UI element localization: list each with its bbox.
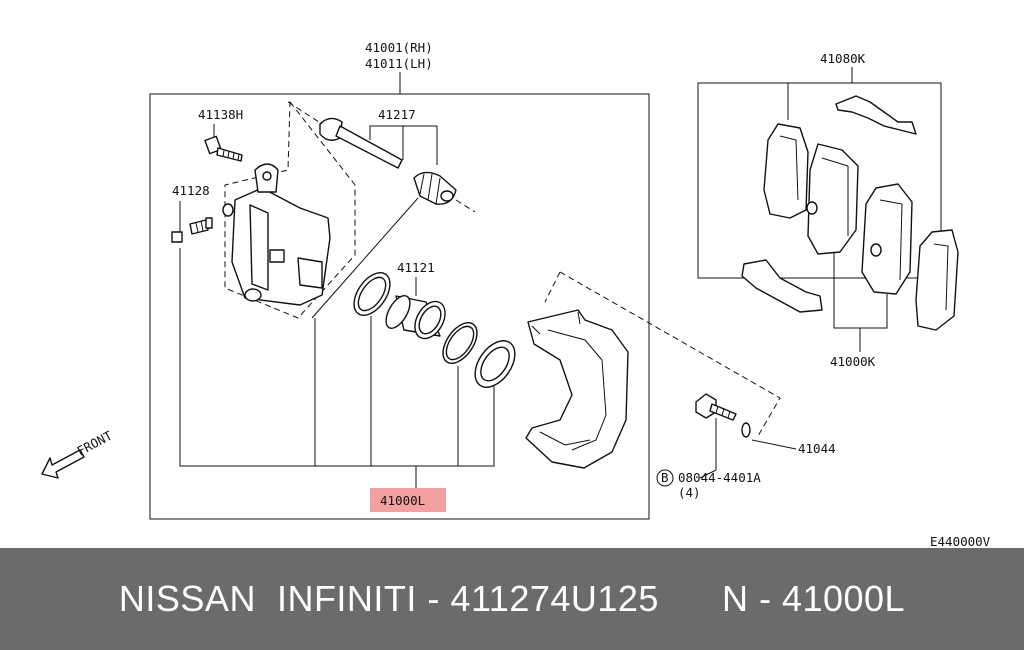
brake-pad-outer	[806, 143, 859, 255]
pad-shim-right	[915, 229, 959, 331]
brake-pad-inner	[861, 183, 913, 295]
footer-text: NISSAN INFINITI - 411274U125 N - 41000L	[118, 578, 906, 619]
label-pad-set: 41000K	[830, 354, 876, 369]
guide-pin	[287, 101, 403, 169]
piston-seal	[353, 272, 391, 316]
guide-bolt	[204, 135, 243, 162]
label-caliper-rh: 41001(RH)	[365, 40, 433, 55]
label-washer: 41044	[798, 441, 836, 456]
label-piston: 41121	[397, 260, 435, 275]
pad-shim-left	[763, 123, 809, 219]
footer-banner: NISSAN INFINITI - 411274U125 N - 41000L	[0, 548, 1024, 650]
bracket-bolt	[695, 393, 737, 421]
label-bolt-qty: (4)	[678, 485, 701, 500]
label-bleeder: 41128	[172, 183, 210, 198]
label-diagram-code: E440000V	[930, 534, 991, 548]
caliper-bracket	[525, 309, 629, 469]
piston-ring	[442, 322, 478, 364]
washer	[741, 422, 751, 438]
pin-boot	[413, 171, 476, 213]
piston	[385, 295, 446, 340]
caliper-body	[222, 163, 331, 306]
pad-spring-clip	[741, 259, 823, 313]
bleeder-screw	[171, 217, 213, 243]
dust-boot	[474, 340, 516, 388]
label-bolt-marker: B	[661, 470, 669, 485]
brake-caliper-diagram: 41001(RH) 41011(LH) 41138H 41128 41217	[41, 40, 991, 548]
label-bolt: 41138H	[198, 107, 243, 122]
label-pad-kit: 41080K	[820, 51, 866, 66]
bolt-marker-circle	[656, 469, 674, 487]
label-front: FRONT	[74, 428, 115, 459]
front-arrow-icon	[41, 449, 85, 479]
label-pin: 41217	[378, 107, 416, 122]
label-assembly: 41000L	[380, 493, 425, 508]
label-caliper-lh: 41011(LH)	[365, 56, 433, 71]
label-bolt-b: 08044-4401A	[678, 470, 761, 485]
assembly-highlight	[370, 488, 446, 512]
pad-shim-top	[835, 95, 917, 135]
